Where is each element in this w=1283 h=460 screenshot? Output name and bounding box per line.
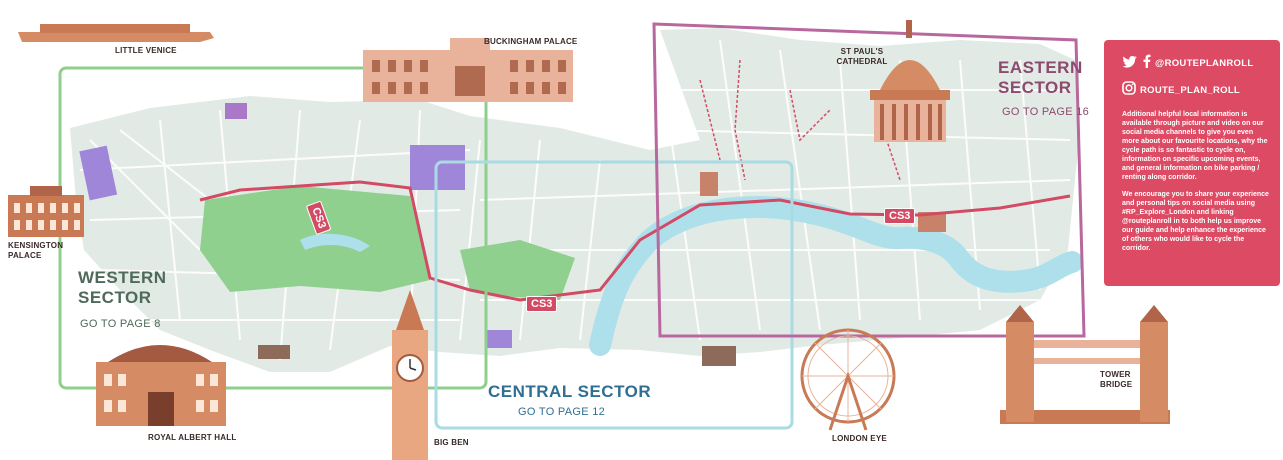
london-eye — [800, 328, 896, 431]
central-sector-title[interactable]: CENTRAL SECTOR — [488, 382, 652, 401]
big-ben — [392, 290, 428, 460]
route-spur-north — [699, 59, 901, 181]
label-little-venice: LITTLE VENICE — [115, 46, 177, 55]
info-paragraph-2: We encourage you to share your experienc… — [1122, 191, 1269, 252]
cs3-badge-central: CS3 — [526, 296, 558, 312]
cs3-badge-east: CS3 — [884, 208, 916, 224]
green-park — [460, 240, 575, 300]
info-paragraph-1: Additional helpful local information is … — [1122, 111, 1268, 181]
label-royal-albert-hall: ROYAL ALBERT HALL — [148, 433, 237, 442]
western-sector-title[interactable]: WESTERN SECTOR — [78, 268, 167, 307]
st-pauls-cathedral — [870, 20, 950, 142]
river-thames — [589, 196, 1083, 356]
buckingham-palace — [363, 38, 573, 102]
twitter-handle[interactable]: @ROUTEPLANROLL — [1155, 58, 1254, 69]
label-big-ben: BIG BEN — [434, 438, 469, 447]
serpentine-lake — [300, 233, 370, 252]
social-info-panel: @ROUTEPLANROLL ROUTE_PLAN_ROLL Additiona… — [1104, 40, 1280, 286]
twitter-icon[interactable] — [1122, 55, 1138, 73]
eastern-sector-link[interactable]: GO TO PAGE 16 — [1002, 106, 1090, 118]
label-tower-bridge: TOWER BRIDGE — [1100, 370, 1133, 389]
central-sector-box — [434, 160, 794, 430]
eastern-sector-box — [652, 22, 1086, 338]
western-sector-link[interactable]: GO TO PAGE 8 — [80, 318, 161, 330]
instagram-handle[interactable]: ROUTE_PLAN_ROLL — [1140, 85, 1241, 96]
instagram-icon[interactable] — [1122, 81, 1136, 100]
label-buckingham-palace: BUCKINGHAM PALACE — [484, 37, 578, 46]
little-venice-boat — [18, 24, 214, 42]
kensington-palace — [8, 186, 84, 237]
central-sector-link[interactable]: GO TO PAGE 12 — [518, 406, 606, 418]
royal-albert-hall — [96, 345, 226, 426]
facebook-icon[interactable] — [1142, 54, 1151, 73]
label-kensington-palace: KENSINGTON PALACE — [8, 241, 64, 260]
label-london-eye: LONDON EYE — [832, 434, 887, 443]
eastern-sector-title[interactable]: EASTERN SECTOR — [998, 58, 1083, 97]
tower-bridge — [1000, 305, 1170, 424]
label-st-pauls: ST PAUL'S CATHEDRAL — [836, 47, 888, 66]
